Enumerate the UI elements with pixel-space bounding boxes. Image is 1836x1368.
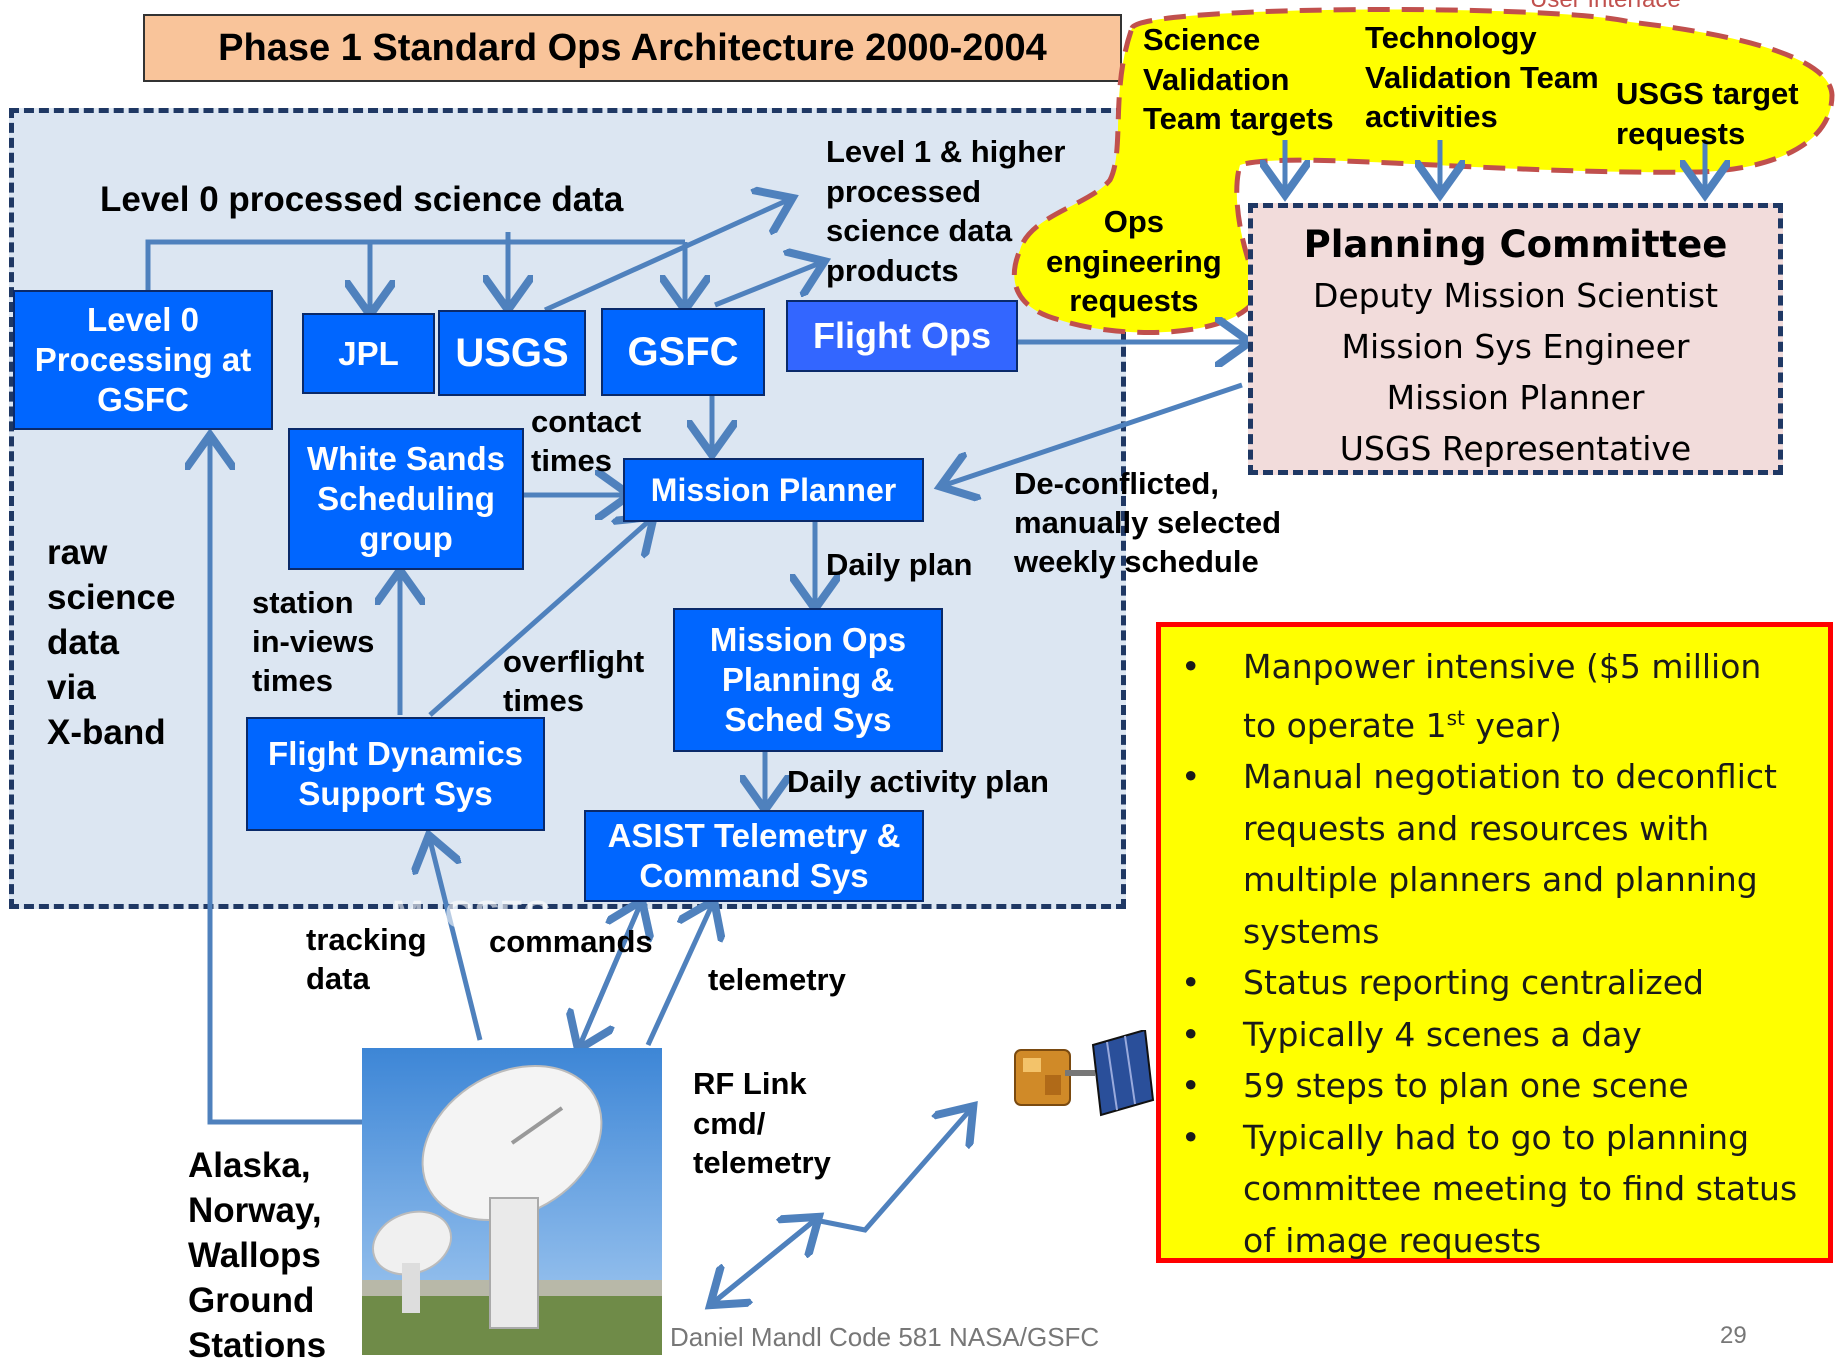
- issue-text: Status reporting centralized: [1243, 963, 1704, 1002]
- issue-text: Manual negotiation to deconflict request…: [1243, 757, 1777, 951]
- antenna-photo: [362, 1048, 662, 1355]
- overflight-label: overflight times: [503, 644, 645, 718]
- user-interface-label: User Interface: [1530, 0, 1681, 14]
- page-title: Phase 1 Standard Ops Architecture 2000-2…: [218, 26, 1047, 69]
- flight-ops-box: Flight Ops: [786, 300, 1018, 372]
- page-title-box: Phase 1 Standard Ops Architecture 2000-2…: [143, 14, 1122, 82]
- jpl-box: JPL: [302, 313, 435, 394]
- issue-text: Typically 4 scenes a day: [1243, 1014, 1642, 1054]
- issue-item: •Manual negotiation to deconflict reques…: [1181, 757, 1777, 951]
- level1-products-label: Level 1 & higher processed science data …: [826, 134, 1066, 288]
- science-team-label: Science Validation Team targets: [1143, 22, 1334, 136]
- ops-engineering-label: Ops engineering requests: [1046, 204, 1222, 318]
- committee-member: Deputy Mission Scientist: [1312, 276, 1719, 315]
- issues-list: •Manpower intensive ($5 million to opera…: [1161, 641, 1828, 1266]
- issue-item: •Typically had to go to planning committ…: [1181, 1117, 1798, 1260]
- tracking-label: tracking data: [306, 922, 427, 996]
- contact-times-label: contact times: [531, 404, 642, 478]
- daily-activity-plan-label: Daily activity plan: [787, 764, 1049, 799]
- level0-processing-box: Level 0 Processing at GSFC: [13, 290, 273, 430]
- technology-team-label: Technology Validation Team activities: [1365, 20, 1599, 134]
- raw-science-label: raw science data via X-band: [47, 533, 176, 752]
- mission-planner-box: Mission Planner: [623, 458, 924, 522]
- superscript: st: [1446, 705, 1465, 730]
- white-sands-box: White Sands Scheduling group: [288, 428, 524, 570]
- issue-text: Typically had to go to planning committe…: [1243, 1117, 1798, 1260]
- page-number: 29: [1720, 1322, 1747, 1349]
- committee-member: Mission Planner: [1386, 378, 1645, 417]
- telemetry-label: telemetry: [708, 962, 846, 997]
- usgs-box: USGS: [438, 310, 586, 396]
- issue-item: •Typically 4 scenes a day: [1181, 1014, 1642, 1054]
- footer-author: Daniel Mandl Code 581 NASA/GSFC: [670, 1322, 1100, 1352]
- issue-text: 59 steps to plan one scene: [1243, 1066, 1689, 1105]
- issue-item: •Manpower intensive ($5 million to opera…: [1181, 647, 1762, 745]
- deconflicted-label: De-conflicted, manually selected weekly …: [1014, 466, 1282, 579]
- satellite-icon: [1014, 1030, 1155, 1117]
- commands-label: commands: [489, 924, 653, 959]
- daily-plan-label: Daily plan: [826, 547, 973, 582]
- gsfc-box: GSFC: [601, 308, 765, 396]
- issue-item: •59 steps to plan one scene: [1181, 1066, 1689, 1105]
- usgs-requests-label: USGS target requests: [1616, 76, 1799, 151]
- planning-committee-title: Planning Committee: [1303, 223, 1728, 266]
- ground-stations-label: Alaska, Norway, Wallops Ground Stations: [188, 1146, 327, 1365]
- asist-box: ASIST Telemetry & Command Sys: [584, 810, 924, 902]
- mission-ops-box: Mission Ops Planning & Sched Sys: [673, 608, 943, 752]
- station-inviews-label: station in-views times: [252, 585, 375, 698]
- committee-member: USGS Representative: [1339, 429, 1692, 468]
- flight-dynamics-box: Flight Dynamics Support Sys: [246, 717, 545, 831]
- hidden-gsfc-label: M. GSFC: [392, 894, 551, 936]
- committee-member: Mission Sys Engineer: [1341, 327, 1690, 366]
- planning-committee-box: Planning Committee Deputy Mission Scient…: [1248, 203, 1783, 475]
- issue-text-tail: year): [1464, 705, 1562, 745]
- level0-data-label: Level 0 processed science data: [100, 180, 624, 219]
- issue-text: Manpower intensive ($5 million to operat…: [1243, 647, 1762, 745]
- issue-item: •Status reporting centralized: [1181, 963, 1704, 1002]
- rf-link-label: RF Link cmd/ telemetry: [693, 1066, 831, 1180]
- issues-summary-box: •Manpower intensive ($5 million to opera…: [1156, 622, 1833, 1263]
